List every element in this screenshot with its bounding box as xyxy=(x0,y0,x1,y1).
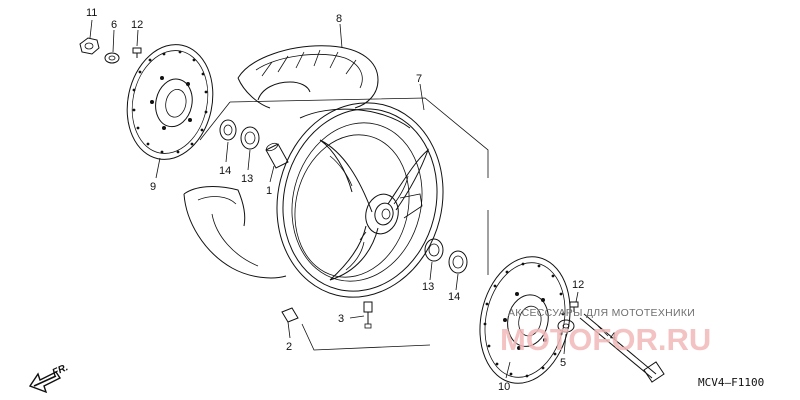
wheel-rim-part-7 xyxy=(276,102,444,298)
bolt-part-12-top xyxy=(132,47,142,58)
diagram-code: MCV4—F1100 xyxy=(698,376,764,389)
label-part-13-right: 13 xyxy=(422,281,434,293)
label-part-5: 5 xyxy=(560,357,566,369)
brake-disc-left xyxy=(126,44,214,160)
tire-section-lower xyxy=(183,186,287,279)
label-part-8: 8 xyxy=(336,13,342,25)
bearing-part-13-right xyxy=(424,238,444,262)
front-arrow-icon xyxy=(28,371,62,394)
leader-lines xyxy=(89,19,609,379)
seal-part-14-left xyxy=(219,119,237,141)
brake-disc-right xyxy=(479,256,571,384)
label-part-14-left: 14 xyxy=(219,165,231,177)
label-part-12-right: 12 xyxy=(572,279,584,291)
balance-weight-part-2 xyxy=(281,307,299,323)
collar-part-5 xyxy=(557,319,575,333)
label-part-2: 2 xyxy=(286,341,292,353)
label-part-4: 4 xyxy=(610,331,616,343)
label-part-10: 10 xyxy=(498,381,510,393)
label-part-6: 6 xyxy=(111,19,117,31)
collar-part-6 xyxy=(104,52,120,64)
watermark-logo: MOTOFOR.RU xyxy=(500,322,711,357)
spacer-part-1 xyxy=(265,142,289,169)
bearing-part-13-left xyxy=(240,126,260,150)
axle-part-4 xyxy=(579,313,665,383)
bolt-part-12-right xyxy=(569,301,579,312)
label-part-3: 3 xyxy=(338,313,344,325)
label-part-12-top: 12 xyxy=(131,19,143,31)
watermark-text: АКСЕССУАРЫ ДЛЯ МОТОТЕХНИКИ xyxy=(508,307,695,319)
assembly-outline xyxy=(199,97,489,351)
front-marker-label: FR. xyxy=(51,362,70,379)
valve-part-3 xyxy=(363,301,373,329)
seal-part-14-right xyxy=(448,250,468,274)
label-part-9: 9 xyxy=(150,181,156,193)
label-part-13-left: 13 xyxy=(241,173,253,185)
label-part-1: 1 xyxy=(266,185,272,197)
tire-part-8 xyxy=(237,45,379,109)
label-part-7: 7 xyxy=(416,73,422,85)
label-part-11: 11 xyxy=(86,7,97,19)
label-part-14-right: 14 xyxy=(448,291,460,303)
nut-part-11 xyxy=(79,37,100,55)
